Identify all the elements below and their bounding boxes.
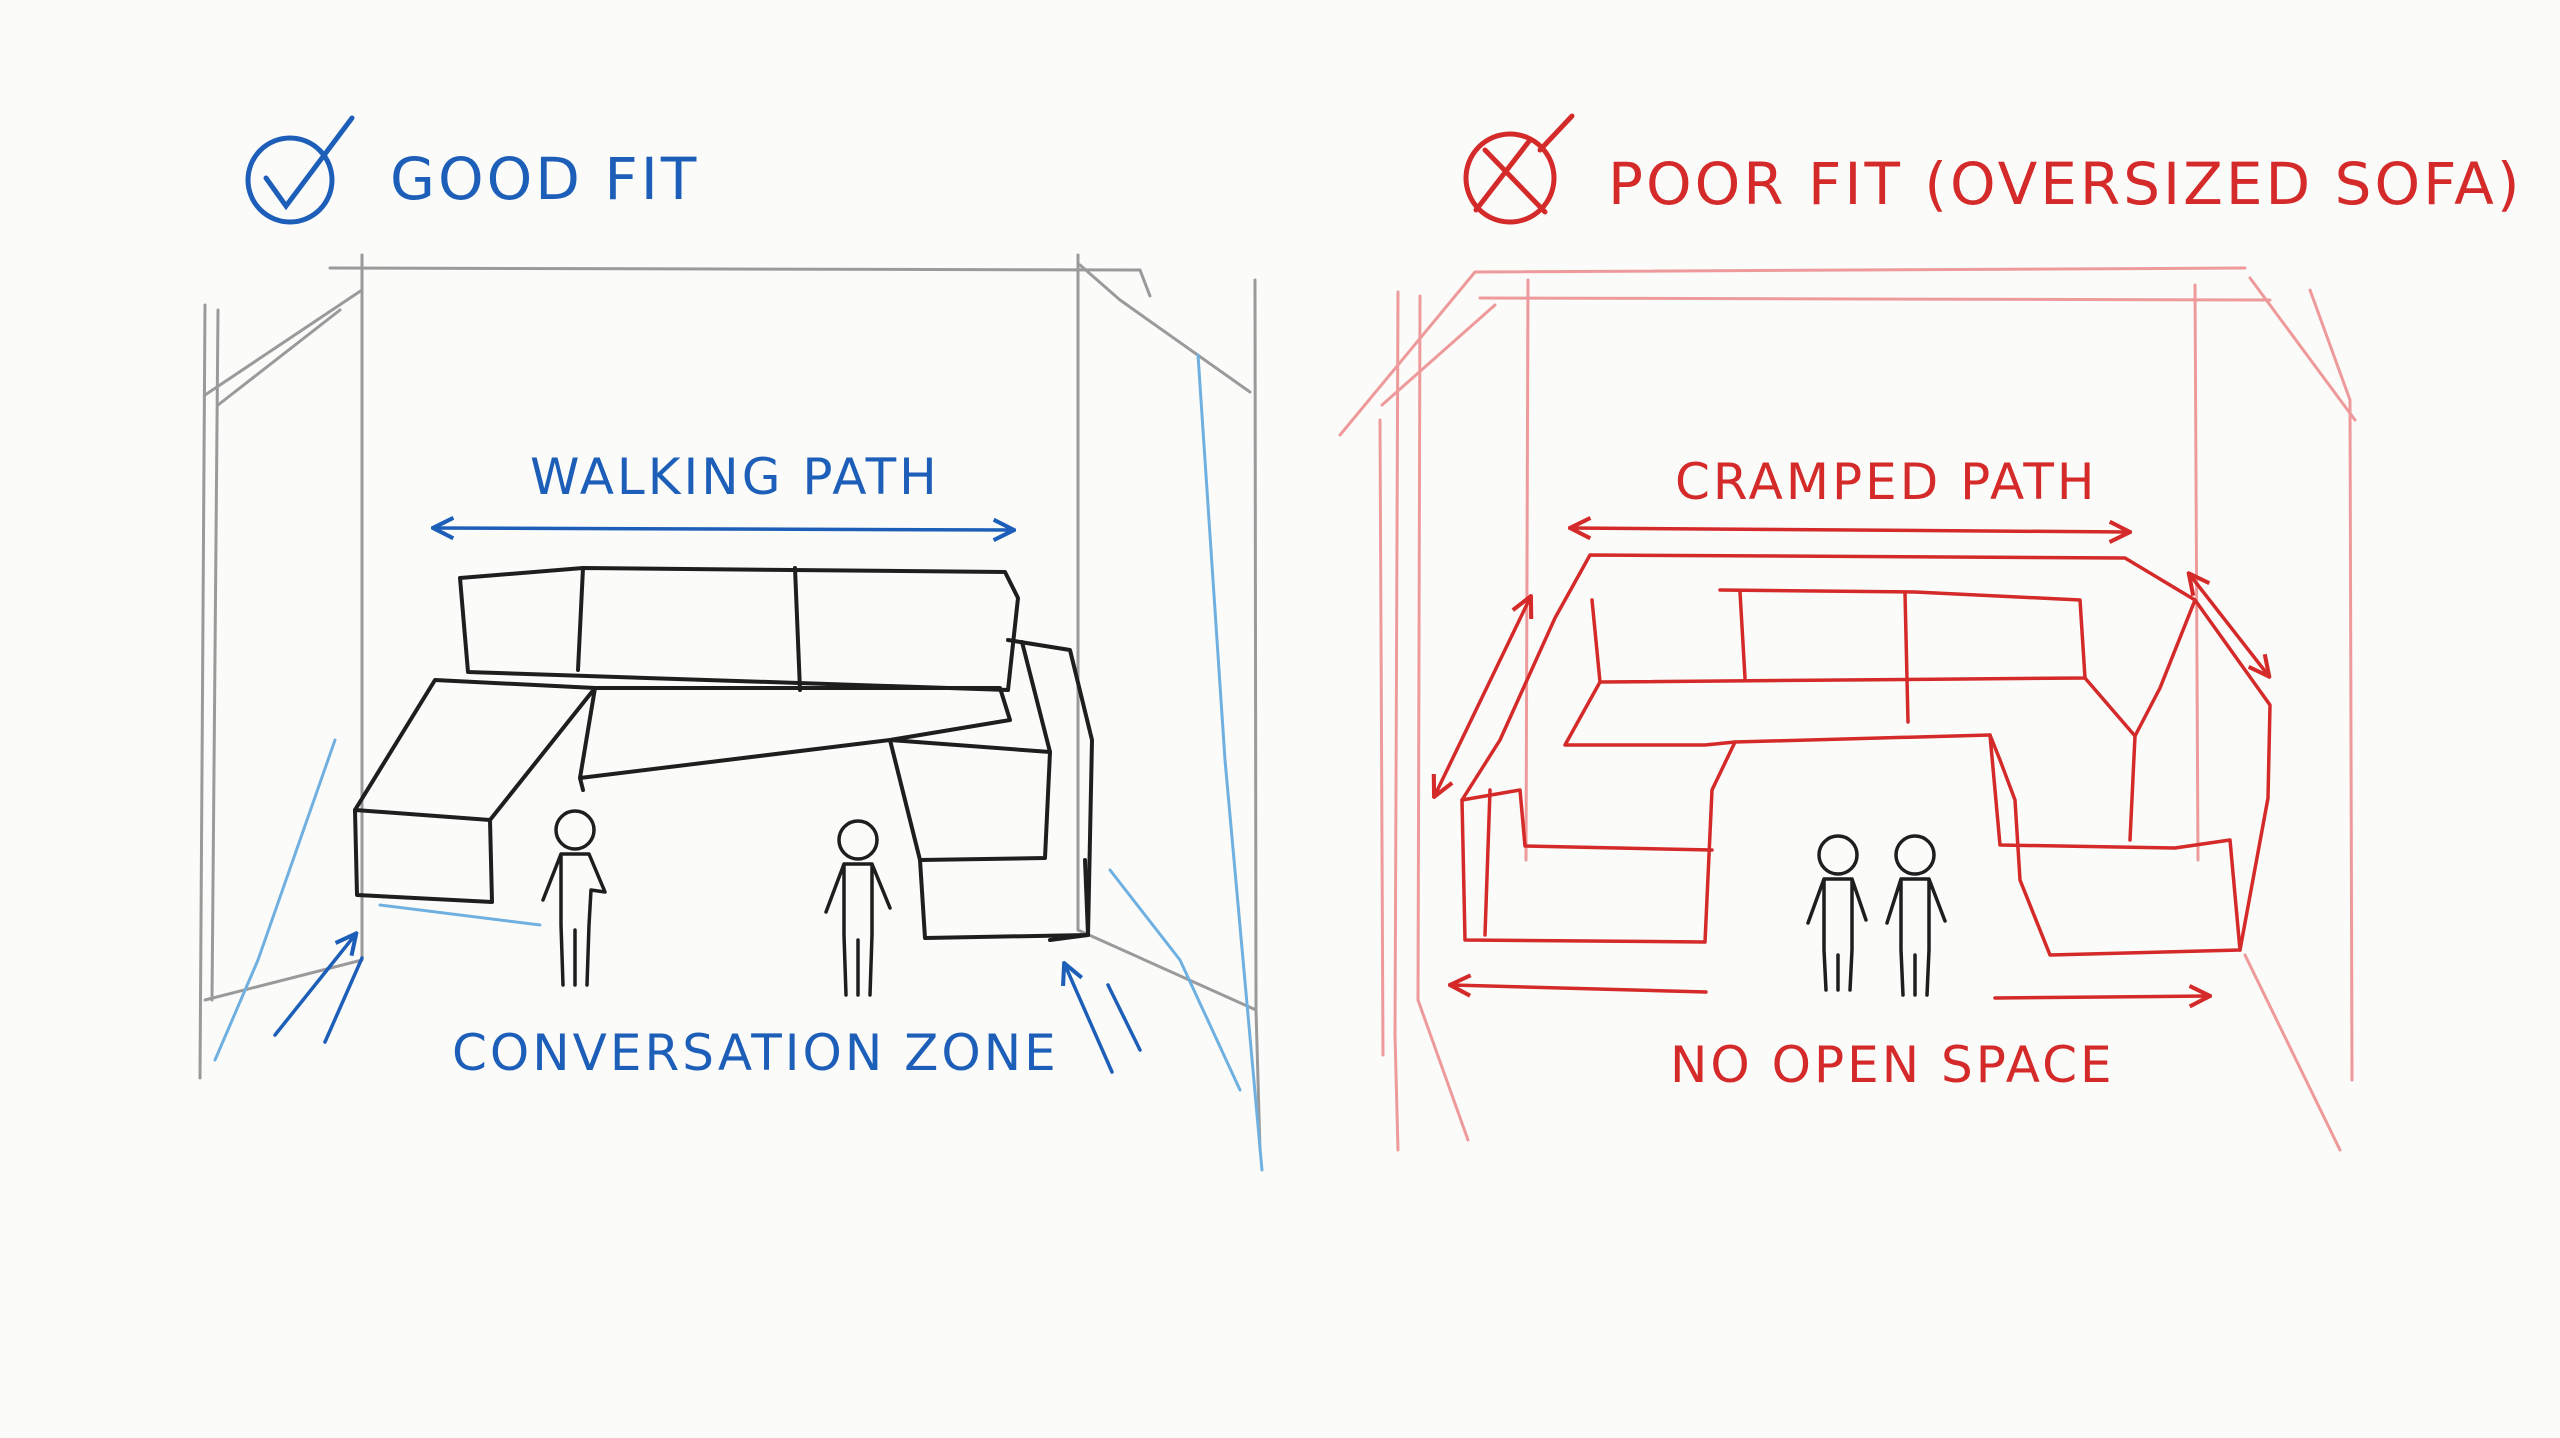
left-entry-arrow-2: [323, 956, 364, 1044]
poor-arrows: [1435, 528, 2268, 998]
good-people: [541, 809, 892, 997]
good-arrows: [273, 528, 1142, 1074]
good-floor-lines: [213, 353, 1264, 1172]
right-entry-arrow: [1065, 965, 1114, 1074]
person-icon: [1806, 834, 1868, 992]
right-squeeze-arrow: [2190, 575, 2268, 675]
cramped-path-arrow: [1572, 528, 2128, 532]
good-sofa: [353, 566, 1094, 942]
x-circle-icon: [1463, 113, 1575, 225]
cramped-path-label: CRAMPED PATH: [1675, 453, 2098, 511]
person-icon: [541, 809, 607, 987]
poor-room-walls: [1338, 266, 2357, 1152]
person-icon: [824, 819, 892, 997]
conversation-zone-label: CONVERSATION ZONE: [452, 1024, 1059, 1082]
bottom-left-arrow: [1452, 985, 1708, 992]
poor-fit-panel: [1338, 113, 2357, 1152]
good-room-walls: [198, 253, 1262, 1152]
check-circle-icon: [245, 115, 355, 225]
walking-path-arrow: [435, 528, 1012, 530]
poor-sofa: [1460, 553, 2272, 957]
good-fit-panel: [198, 115, 1264, 1172]
walking-path-label: WALKING PATH: [530, 448, 940, 506]
left-squeeze-arrow: [1435, 598, 1530, 795]
poor-fit-title: POOR FIT (OVERSIZED SOFA): [1608, 150, 2523, 218]
bottom-right-arrow: [1993, 996, 2208, 998]
right-entry-arrow-2: [1106, 983, 1142, 1052]
person-icon: [1885, 834, 1947, 997]
no-open-space-label: NO OPEN SPACE: [1670, 1036, 2115, 1094]
left-entry-arrow: [273, 935, 355, 1037]
poor-people: [1806, 834, 1947, 997]
good-fit-title: GOOD FIT: [390, 145, 700, 213]
